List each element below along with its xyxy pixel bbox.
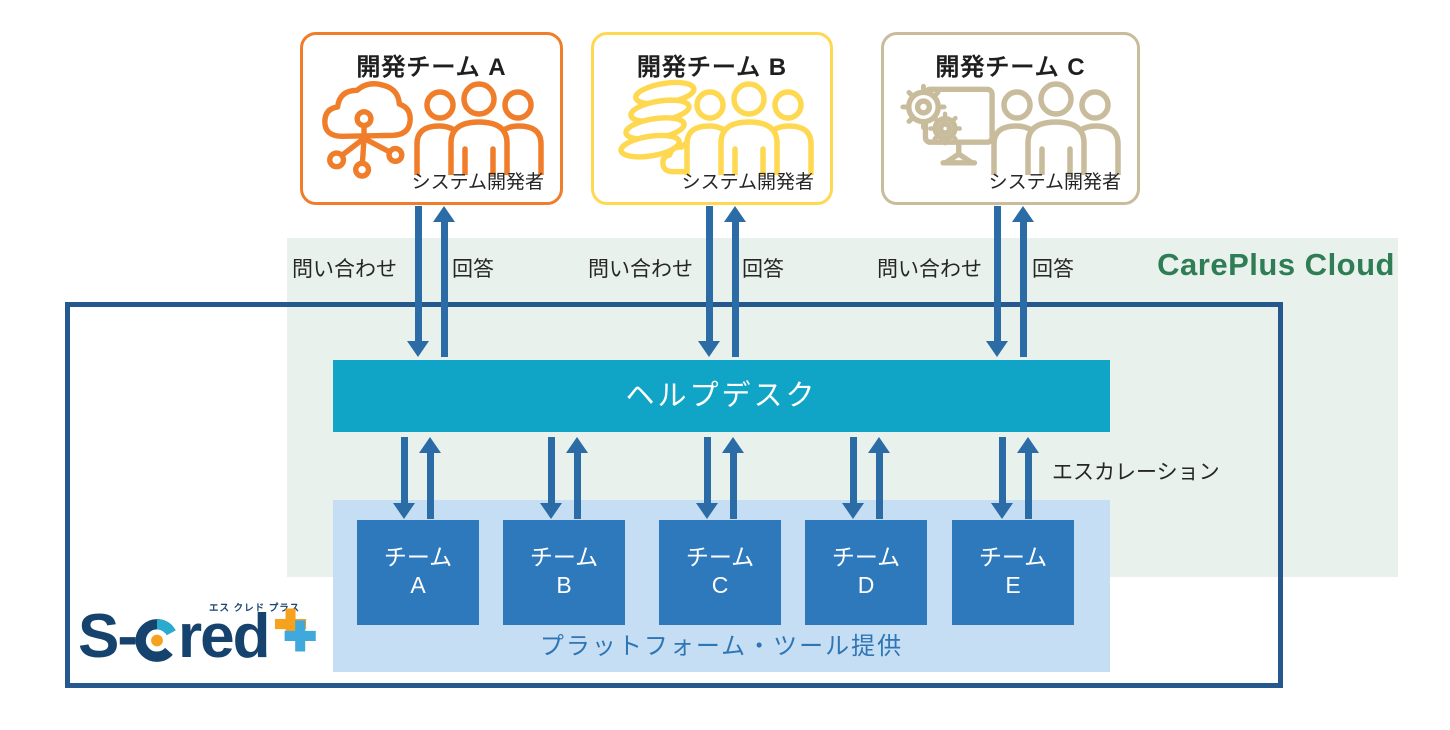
escalation-arrows-team-a xyxy=(387,437,447,519)
team-box-a: チーム A xyxy=(357,520,479,625)
dev-team-box-c: 開発チーム C システム開発者 xyxy=(881,32,1140,205)
platform-box: チーム A チーム B チーム C チーム D チーム E プラットフォーム・ツ… xyxy=(333,500,1110,672)
arrow-down-icon xyxy=(393,437,415,519)
escalation-arrows-team-d xyxy=(836,437,896,519)
answer-label: 回答 xyxy=(452,258,494,281)
logo-c-icon xyxy=(135,618,176,662)
cloud-network-icon xyxy=(322,81,413,179)
inquiry-label: 問い合わせ xyxy=(588,258,693,281)
team-letter: A xyxy=(410,572,426,598)
scred-frame xyxy=(65,302,1283,688)
flow-arrows-dev-a xyxy=(401,206,461,357)
team-members-icon xyxy=(414,81,544,175)
logo-text-s: S- xyxy=(78,602,138,671)
answer-label: 回答 xyxy=(1032,258,1074,281)
team-label: チーム xyxy=(529,544,599,570)
careplus-cloud-label: CarePlus Cloud xyxy=(1157,247,1395,282)
dev-team-title: 開発チーム B xyxy=(636,54,788,81)
arrow-up-icon xyxy=(419,437,441,519)
helpdesk-bar: ヘルプデスク xyxy=(333,360,1110,432)
team-box-e: チーム E xyxy=(952,520,1074,625)
arrow-up-icon xyxy=(1017,437,1039,519)
inquiry-label: 問い合わせ xyxy=(877,258,982,281)
dev-team-box-a: 開発チーム A システム開発者 xyxy=(300,32,563,205)
arrow-up-icon xyxy=(566,437,588,519)
arrow-down-icon xyxy=(540,437,562,519)
arrow-down-icon xyxy=(842,437,864,519)
dev-team-title: 開発チーム C xyxy=(935,54,1086,81)
dev-team-title: 開発チーム A xyxy=(356,54,507,81)
team-box-d: チーム D xyxy=(805,520,927,625)
answer-label: 回答 xyxy=(742,258,784,281)
dev-team-box-b: 開発チーム B システム開発者 xyxy=(591,32,833,205)
inquiry-arrow-down-icon xyxy=(407,206,429,357)
team-letter: C xyxy=(711,572,729,598)
answer-arrow-up-icon xyxy=(433,206,455,357)
logo-text-red: red xyxy=(178,602,270,671)
platform-label: プラットフォーム・ツール提供 xyxy=(539,633,904,660)
team-label: チーム xyxy=(685,544,755,570)
team-label: チーム xyxy=(978,544,1048,570)
scred-logo: エス クレド プラス S- red xyxy=(76,594,371,680)
helpdesk-label: ヘルプデスク xyxy=(625,380,818,412)
team-box-c: チーム C xyxy=(659,520,781,625)
dev-team-members-label: システム開発者 xyxy=(681,172,814,193)
team-letter: B xyxy=(556,572,572,598)
escalation-arrows-team-e xyxy=(985,437,1045,519)
answer-arrow-up-icon xyxy=(1012,206,1034,357)
logo-plus-icon xyxy=(275,608,317,652)
gears-monitor-icon xyxy=(900,83,995,166)
arrow-up-icon xyxy=(722,437,744,519)
team-label: チーム xyxy=(831,544,901,570)
escalation-arrows-team-c xyxy=(690,437,750,519)
inquiry-arrow-down-icon xyxy=(986,206,1008,357)
flow-arrows-dev-b xyxy=(692,206,752,357)
dev-team-members-label: システム開発者 xyxy=(988,172,1121,193)
team-members-icon xyxy=(991,81,1121,175)
escalation-label: エスカレーション xyxy=(1052,461,1220,484)
inquiry-arrow-down-icon xyxy=(698,206,720,357)
dev-team-members-label: システム開発者 xyxy=(411,172,544,193)
team-box-b: チーム B xyxy=(503,520,625,625)
arrow-down-icon xyxy=(991,437,1013,519)
arrow-up-icon xyxy=(868,437,890,519)
team-letter: D xyxy=(857,572,875,598)
escalation-arrows-team-b xyxy=(534,437,594,519)
team-letter: E xyxy=(1005,572,1021,598)
flow-arrows-dev-c xyxy=(980,206,1040,357)
logo-furigana: エス クレド プラス xyxy=(209,603,301,614)
arrow-down-icon xyxy=(696,437,718,519)
answer-arrow-up-icon xyxy=(724,206,746,357)
team-label: チーム xyxy=(383,544,453,570)
inquiry-label: 問い合わせ xyxy=(292,258,397,281)
team-members-icon xyxy=(684,81,814,175)
